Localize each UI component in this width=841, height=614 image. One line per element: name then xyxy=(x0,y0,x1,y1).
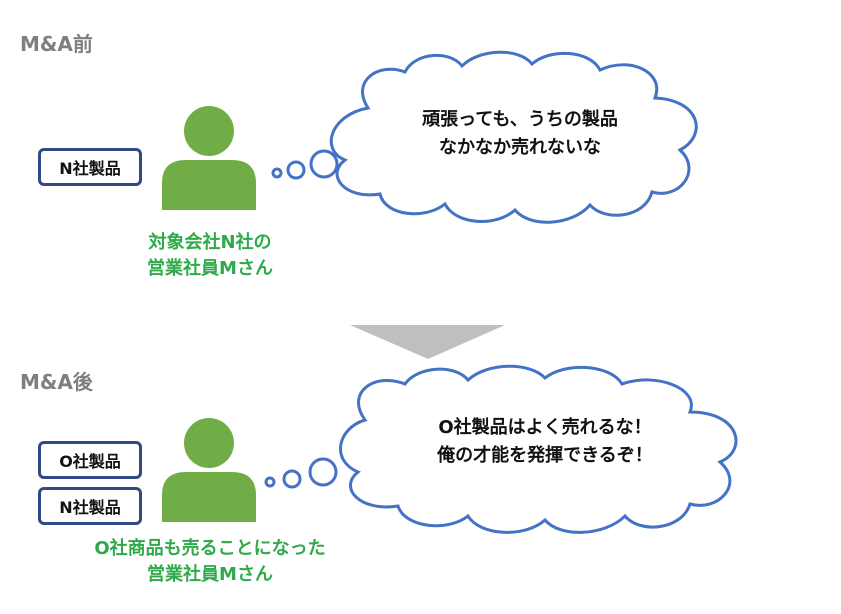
transition-arrow xyxy=(350,325,505,359)
thought-cloud-before xyxy=(329,50,698,224)
person-caption-after: O社商品も売ることになった 営業社員Mさん xyxy=(50,536,370,588)
caption-line: 対象会社N社の xyxy=(148,232,272,253)
caption-line: 営業社員Mさん xyxy=(147,564,273,585)
person-icon-before xyxy=(162,106,256,210)
thought-cloud-after xyxy=(339,364,738,534)
caption-line: O社商品も売ることになった xyxy=(94,538,326,559)
thought-line: 頑張っても、うちの製品 xyxy=(422,109,618,130)
section-title-before: M&A前 xyxy=(20,32,93,56)
product-box-o-after: O社製品 xyxy=(38,441,142,479)
product-box-n-before: N社製品 xyxy=(38,148,142,186)
thought-text-after: O社製品はよく売れるな！ 俺の才能を発揮できるぞ！ xyxy=(390,414,700,470)
product-box-n-after: N社製品 xyxy=(38,487,142,525)
thought-text-before: 頑張っても、うちの製品 なかなか売れないな xyxy=(370,106,670,162)
person-caption-before: 対象会社N社の 営業社員Mさん xyxy=(110,230,310,282)
thought-dots-after xyxy=(264,457,338,489)
caption-line: 営業社員Mさん xyxy=(147,258,273,279)
thought-line: 俺の才能を発揮できるぞ！ xyxy=(437,445,653,466)
section-title-after: M&A後 xyxy=(20,370,93,394)
person-icon-after xyxy=(162,418,256,522)
thought-line: O社製品はよく売れるな！ xyxy=(438,417,652,438)
thought-line: なかなか売れないな xyxy=(439,137,601,158)
thought-dots-before xyxy=(271,149,339,180)
